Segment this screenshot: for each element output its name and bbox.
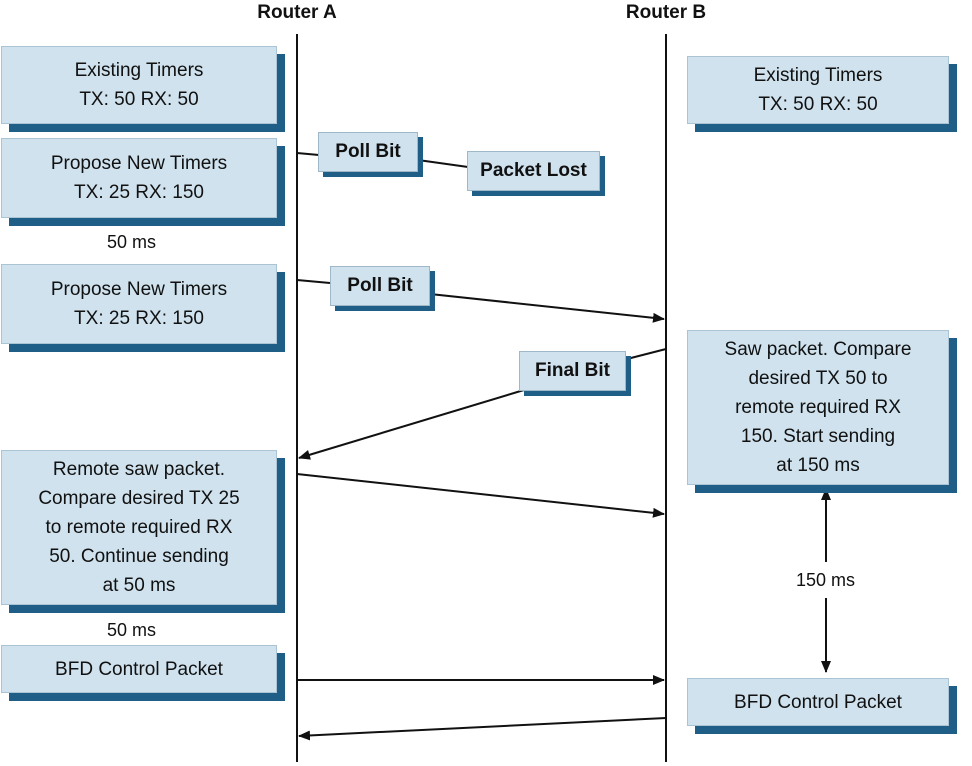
packet-lost-label: Packet Lost — [467, 151, 600, 191]
b-saw-packet-box: Saw packet. Compare desired TX 50 to rem… — [687, 330, 949, 485]
poll-bit-arrow — [429, 293, 665, 323]
a-remote-saw-line2: Compare desired TX 25 — [38, 488, 240, 509]
router-a-title: Router A — [257, 2, 337, 23]
final-bit-line-1 — [626, 348, 667, 360]
a-remote-saw-line5: at 50 ms — [102, 575, 176, 596]
a-bfd-control-packet-box: BFD Control Packet — [1, 645, 277, 693]
a-remote-saw-box: Remote saw packet. Compare desired TX 25… — [1, 450, 277, 605]
b-interval-150ms: 150 ms — [796, 570, 856, 590]
b-existing-line2: TX: 50 RX: 50 — [758, 94, 878, 115]
a-existing-line1: Existing Timers — [74, 60, 204, 81]
b-saw-line2: desired TX 50 to — [748, 368, 888, 389]
a-to-b-arrow — [296, 473, 665, 518]
final-bit-label: Final Bit — [519, 351, 626, 391]
b-existing-line1: Existing Timers — [753, 65, 883, 86]
a-bfd-label: BFD Control Packet — [55, 658, 223, 680]
final-bit-arrow — [298, 389, 525, 460]
poll-bit-line-1 — [296, 279, 331, 284]
a-remote-saw-line4: 50. Continue sending — [49, 546, 229, 567]
a-propose2-line2: TX: 25 RX: 150 — [74, 308, 204, 329]
poll-bit-lost-line-1 — [296, 152, 320, 156]
b-bfd-label: BFD Control Packet — [734, 691, 902, 713]
b-saw-line5: at 150 ms — [776, 455, 860, 476]
a-propose2-line1: Propose New Timers — [50, 279, 228, 300]
poll-bit-label-2: Poll Bit — [330, 266, 430, 306]
a-interval-50ms-2: 50 ms — [107, 620, 157, 640]
a-propose1-line1: Propose New Timers — [50, 153, 228, 174]
b-saw-line3: remote required RX — [735, 397, 901, 418]
b-bfd-control-packet-box: BFD Control Packet — [687, 678, 949, 726]
b-saw-line1: Saw packet. Compare — [724, 339, 912, 360]
poll-bit-lost-line-2 — [417, 159, 469, 168]
a-remote-saw-line1: Remote saw packet. — [52, 459, 226, 480]
router-b-title: Router B — [625, 2, 707, 23]
a-interval-50ms-1: 50 ms — [107, 232, 157, 252]
a-remote-saw-line3: to remote required RX — [45, 517, 233, 538]
poll-bit-label-1: Poll Bit — [318, 132, 418, 172]
b-saw-line4: 150. Start sending — [740, 426, 896, 447]
a-existing-line2: TX: 50 RX: 50 — [79, 89, 199, 110]
a-propose1-line2: TX: 25 RX: 150 — [74, 182, 204, 203]
bfd-b-to-a-arrow — [298, 717, 667, 741]
